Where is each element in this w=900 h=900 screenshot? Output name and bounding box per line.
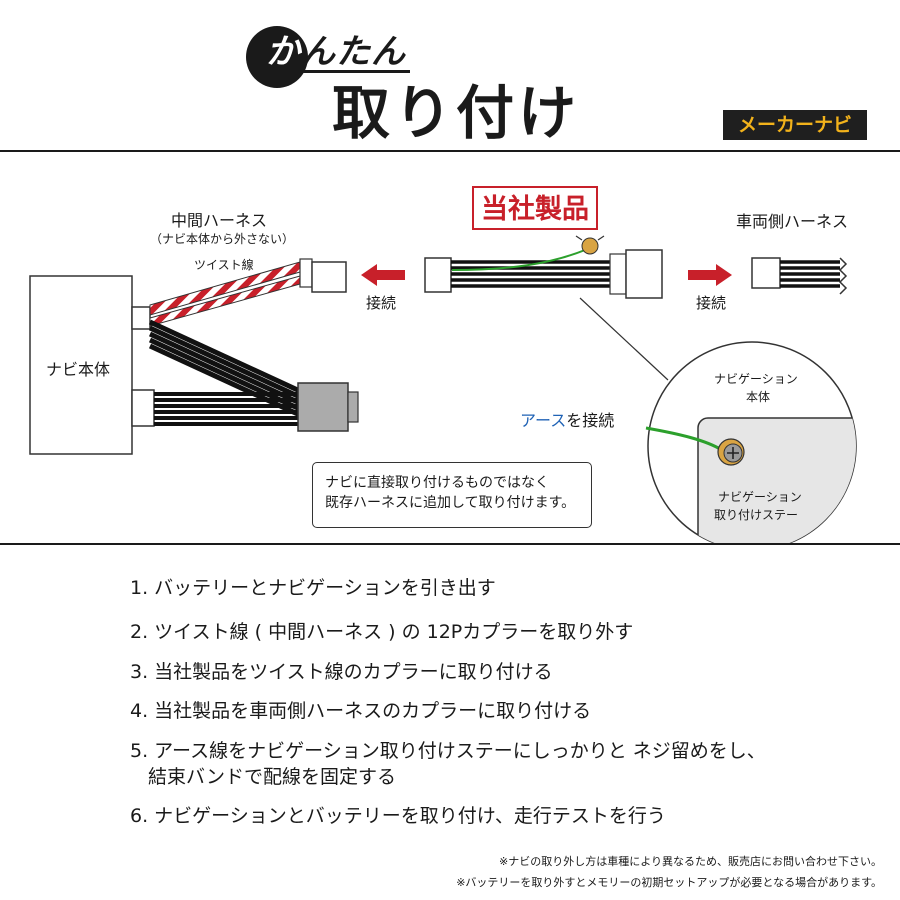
- step-4: 4. 当社製品を車両側ハーネスのカプラーに取り付ける: [130, 700, 592, 722]
- earth-terminal-icon: [575, 235, 605, 255]
- vehicle-harness-coupler: [751, 257, 781, 289]
- footnote-1: ※ナビの取り外し方は車種により異なるため、販売店にお問い合わせ下さい。: [499, 855, 882, 868]
- page-title: 取り付け: [332, 79, 581, 147]
- earth-label-rest: を接続: [566, 411, 615, 430]
- header-badge-circle: [246, 26, 308, 88]
- product-label-box: 当社製品: [472, 186, 598, 230]
- bottom-divider: [0, 543, 900, 545]
- screw-icon: [717, 438, 745, 466]
- vehicle-wire-bundle: [780, 260, 840, 288]
- step-5: 5. アース線をナビゲーション取り付けステーにしっかりと ネジ留めをし、: [130, 740, 766, 762]
- gray-coupler: [297, 382, 349, 432]
- note-line-2: 既存ハーネスに追加して取り付けます。: [325, 495, 576, 511]
- cut-mark-icon: [838, 257, 848, 295]
- product-wire-bundle: [451, 260, 610, 288]
- wiring-diagram: [29, 235, 857, 545]
- step-3: 3. 当社製品をツイスト線のカプラーに取り付ける: [130, 661, 553, 683]
- step-6: 6. ナビゲーションとバッテリーを取り付け、走行テストを行う: [130, 805, 666, 827]
- note-box: ナビに直接取り付けるものではなく 既存ハーネスに追加して取り付けます。: [312, 462, 592, 528]
- navi-lower-connector: [131, 389, 155, 427]
- step-5-continued: 結束バンドで配線を固定する: [148, 766, 396, 788]
- navi-upper-connector: [131, 306, 151, 330]
- zoom-stay-line1: ナビゲーション: [718, 490, 802, 504]
- header-subtitle-first-char: か: [266, 32, 301, 72]
- navi-body-label: ナビ本体: [46, 360, 111, 379]
- connect-left-label: 接続: [366, 294, 397, 312]
- connect-right-label: 接続: [696, 294, 727, 312]
- product-right-coupler: [625, 249, 663, 299]
- step-2: 2. ツイスト線 ( 中間ハーネス ) の 12Pカプラーを取り外す: [130, 621, 634, 643]
- zoom-stay-line2: 取り付けステー: [714, 508, 799, 522]
- middle-harness-label: 中間ハーネス: [171, 211, 268, 230]
- step-1: 1. バッテリーとナビゲーションを引き出す: [130, 577, 496, 599]
- navi-body-box: [29, 275, 133, 455]
- header-underline: [258, 70, 410, 73]
- arrow-right-icon: [688, 264, 732, 286]
- header-subtitle: かんたん: [266, 24, 406, 73]
- earth-wire: [451, 249, 586, 271]
- middle-harness-coupler: [311, 261, 347, 293]
- navi-stay-plate: [697, 417, 856, 545]
- footnote-2: ※バッテリーを取り外すとメモリーの初期セットアップが必要となる場合があります。: [456, 876, 882, 889]
- maker-navi-badge: メーカーナビ: [723, 110, 867, 140]
- vehicle-harness-label: 車両側ハーネス: [736, 212, 849, 231]
- zoom-callout-line: [579, 297, 669, 381]
- earth-connect-label: アースを接続: [520, 407, 614, 431]
- note-line-1: ナビに直接取り付けるものではなく: [325, 475, 549, 491]
- zoom-navi-body-line2: 本体: [746, 390, 771, 404]
- arrow-left-icon: [361, 264, 405, 286]
- zoom-navi-body-line1: ナビゲーション: [714, 372, 798, 386]
- middle-harness-note: （ナビ本体から外さない）: [150, 232, 295, 246]
- product-left-coupler: [424, 257, 452, 293]
- top-divider: [0, 150, 900, 152]
- earth-label-blue: アース: [520, 411, 567, 430]
- twist-wire-label: ツイスト線: [194, 258, 254, 272]
- header-subtitle-rest: んたん: [301, 32, 406, 72]
